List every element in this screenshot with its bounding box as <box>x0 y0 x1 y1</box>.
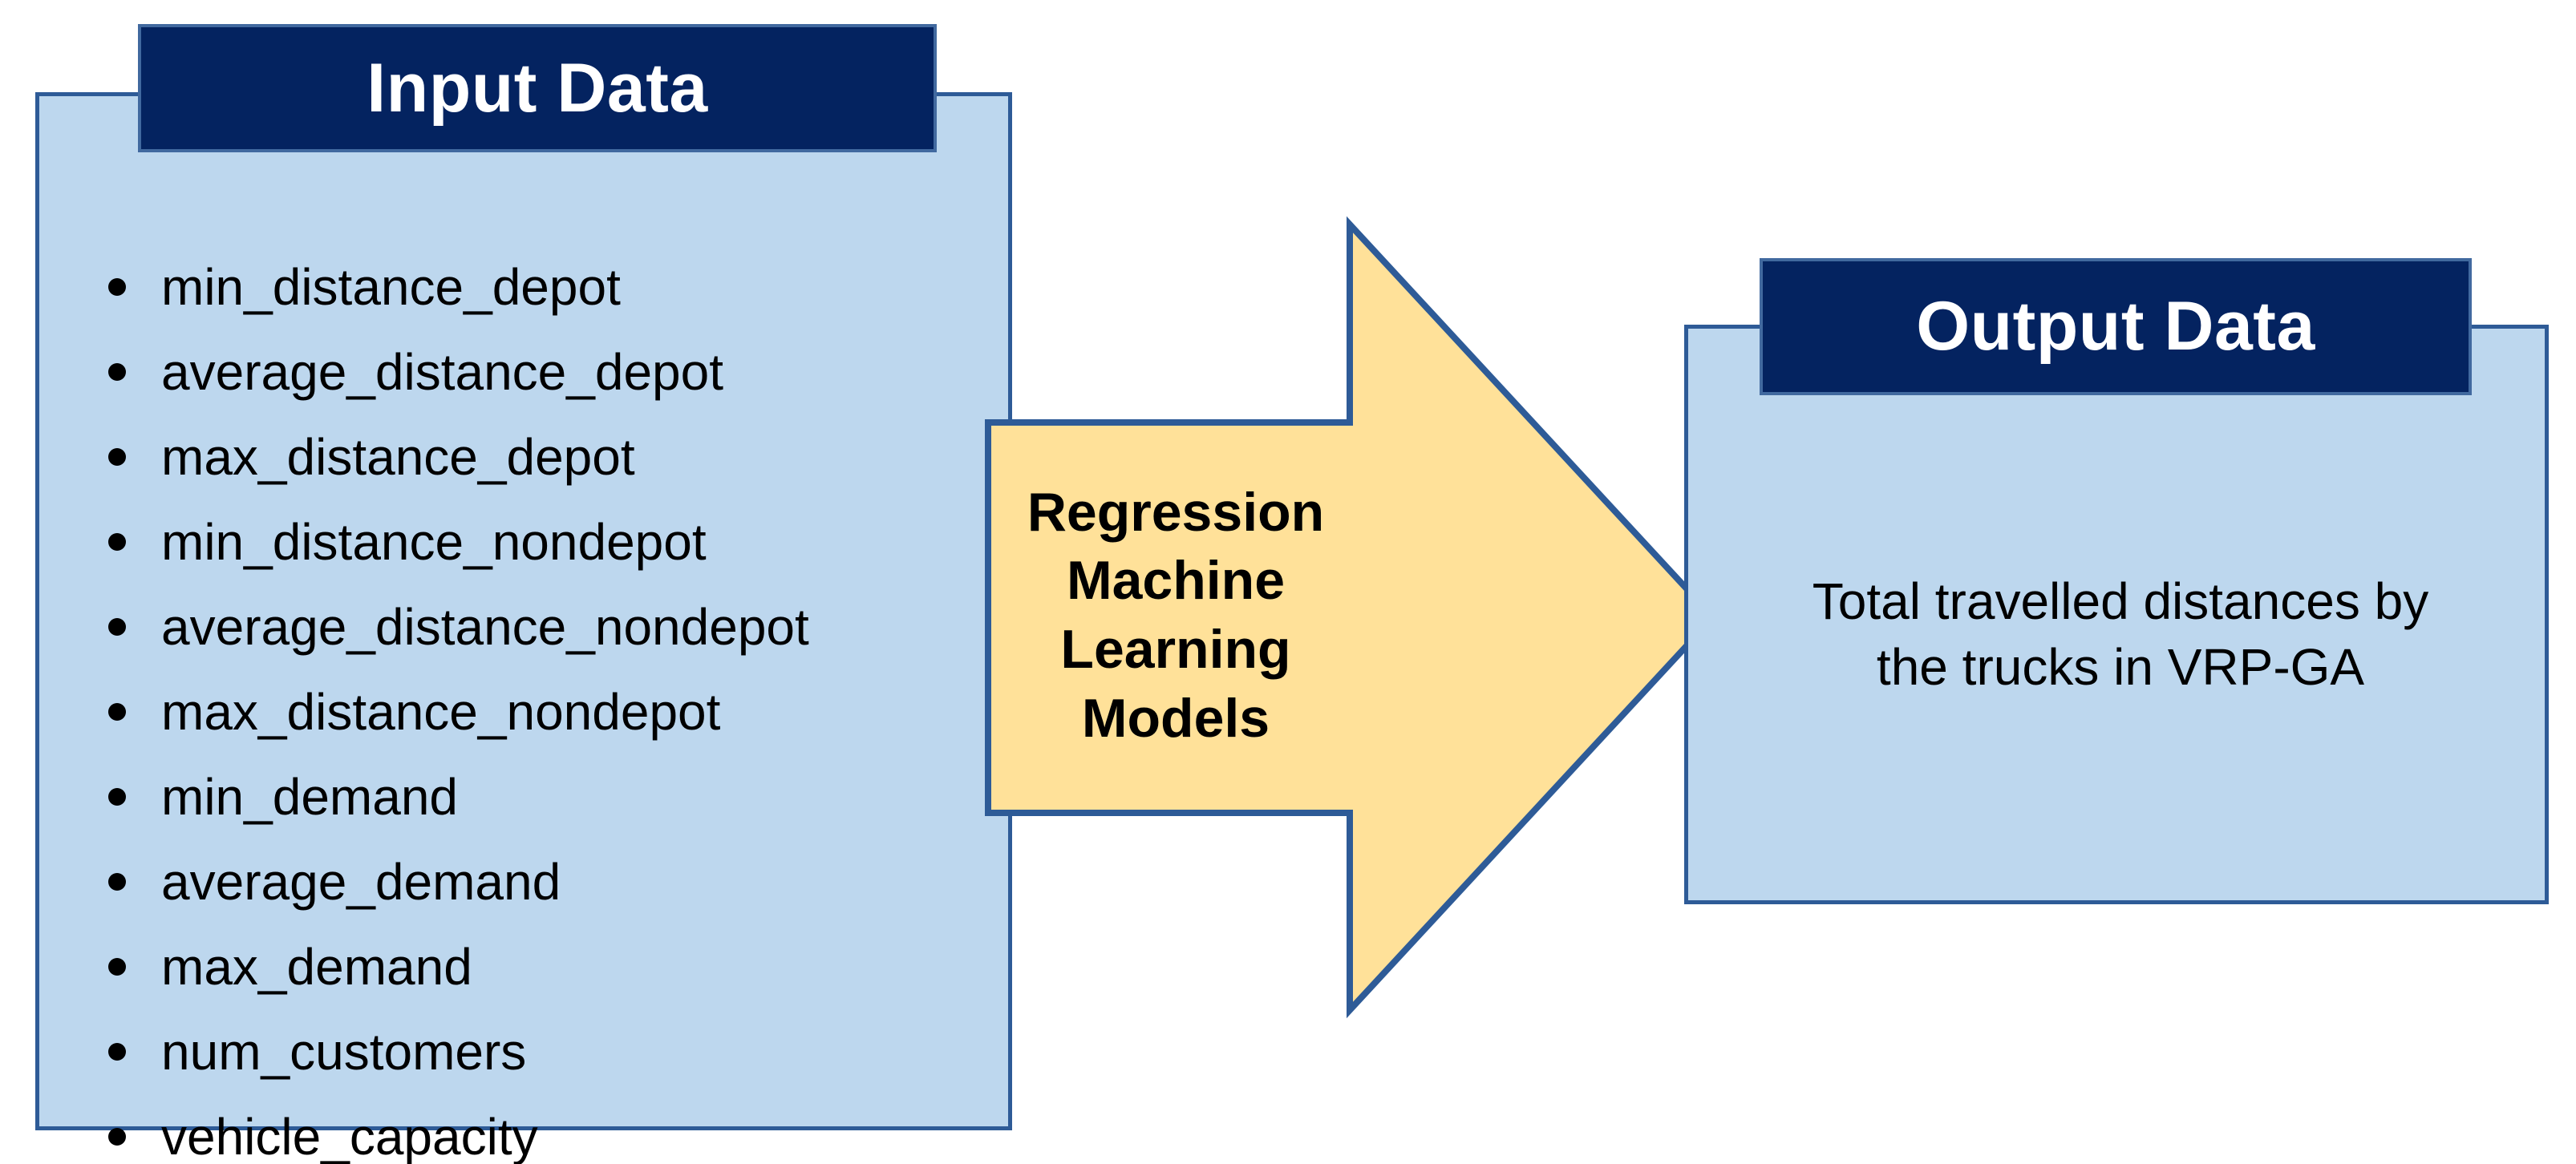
bullet-icon <box>108 278 126 296</box>
bullet-icon <box>108 533 126 551</box>
bullet-icon <box>108 873 126 891</box>
list-item: max_distance_nondepot <box>87 669 1018 754</box>
list-item: average_distance_nondepot <box>87 584 1018 669</box>
list-item-label: min_demand <box>161 768 458 826</box>
list-item: max_distance_depot <box>87 414 1018 499</box>
output-line-2: the trucks in VRP-GA <box>1876 637 2365 696</box>
list-item-label: max_demand <box>161 938 472 996</box>
list-item: num_customers <box>87 1009 1018 1094</box>
list-item-label: min_distance_nondepot <box>161 513 707 571</box>
bullet-icon <box>108 703 126 721</box>
bullet-icon <box>108 448 126 466</box>
input-data-banner: Input Data <box>138 24 937 152</box>
bullet-icon <box>108 1128 126 1146</box>
input-data-panel: min_distance_depot average_distance_depo… <box>35 92 1012 1164</box>
list-item: average_distance_depot <box>87 329 1018 414</box>
list-item-label: vehicle_capacity <box>161 1108 538 1164</box>
list-item: max_demand <box>87 924 1018 1009</box>
list-item: min_distance_depot <box>87 245 1018 329</box>
output-data-banner: Output Data <box>1760 258 2472 395</box>
list-item-label: average_distance_nondepot <box>161 598 809 656</box>
bullet-icon <box>108 618 126 636</box>
list-item: average_demand <box>87 839 1018 924</box>
bullet-icon <box>108 363 126 381</box>
list-item-label: num_customers <box>161 1023 527 1081</box>
list-item-label: average_distance_depot <box>161 343 723 401</box>
list-item: min_demand <box>87 754 1018 839</box>
process-arrow <box>985 216 1719 1019</box>
list-item-label: max_distance_nondepot <box>161 683 721 741</box>
output-data-panel: Total travelled distances by the trucks … <box>1684 325 2549 904</box>
bullet-icon <box>108 1043 126 1061</box>
bullet-icon <box>108 958 126 976</box>
output-data-banner-label: Output Data <box>1916 288 2315 365</box>
right-arrow-icon <box>985 216 1718 1019</box>
list-item-label: max_distance_depot <box>161 428 635 486</box>
input-feature-list: min_distance_depot average_distance_depo… <box>87 245 1018 1164</box>
output-description: Total travelled distances by the trucks … <box>1720 569 2521 701</box>
bullet-icon <box>108 788 126 806</box>
output-line-1: Total travelled distances by <box>1812 572 2429 630</box>
list-item: vehicle_capacity <box>87 1094 1018 1164</box>
list-item-label: average_demand <box>161 853 561 911</box>
list-item-label: min_distance_depot <box>161 258 621 316</box>
list-item: min_distance_nondepot <box>87 499 1018 584</box>
input-data-banner-label: Input Data <box>367 49 708 127</box>
